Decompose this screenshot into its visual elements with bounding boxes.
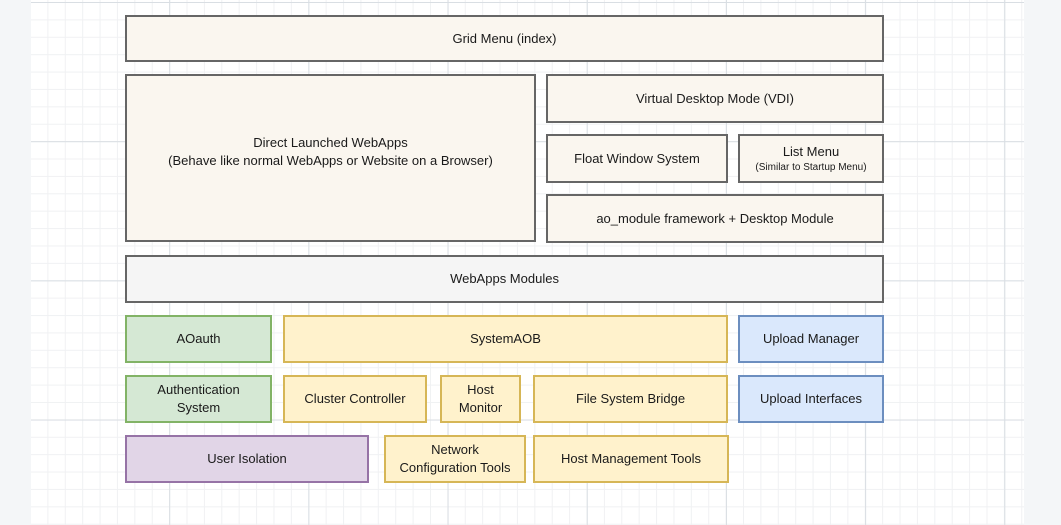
diagram-node-upload-manager[interactable]: Upload Manager bbox=[738, 315, 884, 363]
node-label: Cluster Controller bbox=[304, 390, 405, 408]
diagram-node-systemaob[interactable]: SystemAOB bbox=[283, 315, 728, 363]
diagram-node-virtual-desktop-mode[interactable]: Virtual Desktop Mode (VDI) bbox=[546, 74, 884, 123]
diagram-node-list-menu[interactable]: List Menu(Similar to Startup Menu) bbox=[738, 134, 884, 183]
diagram-node-aoauth[interactable]: AOauth bbox=[125, 315, 272, 363]
node-label: Upload Manager bbox=[763, 330, 859, 348]
node-label: Grid Menu (index) bbox=[452, 30, 556, 48]
node-label: User Isolation bbox=[207, 450, 286, 468]
node-label: Direct Launched WebApps (Behave like nor… bbox=[168, 134, 493, 169]
diagram-node-upload-interfaces[interactable]: Upload Interfaces bbox=[738, 375, 884, 423]
node-label: Float Window System bbox=[574, 150, 700, 168]
node-label: Network Configuration Tools bbox=[399, 441, 510, 476]
node-label: WebApps Modules bbox=[450, 270, 559, 288]
node-label: Authentication System bbox=[157, 381, 239, 416]
node-label: Host Monitor bbox=[459, 381, 502, 416]
node-label: Host Management Tools bbox=[561, 450, 701, 468]
diagram-node-host-monitor[interactable]: Host Monitor bbox=[440, 375, 521, 423]
node-label: Virtual Desktop Mode (VDI) bbox=[636, 90, 794, 108]
node-label: List Menu bbox=[783, 143, 839, 161]
node-label: File System Bridge bbox=[576, 390, 685, 408]
diagram-node-grid-menu[interactable]: Grid Menu (index) bbox=[125, 15, 884, 62]
node-label: SystemAOB bbox=[470, 330, 541, 348]
diagram-node-webapps-modules[interactable]: WebApps Modules bbox=[125, 255, 884, 303]
diagram-node-direct-launched-webapps[interactable]: Direct Launched WebApps (Behave like nor… bbox=[125, 74, 536, 242]
node-sublabel: (Similar to Startup Menu) bbox=[755, 161, 866, 174]
diagram-node-network-configuration-tools[interactable]: Network Configuration Tools bbox=[384, 435, 526, 483]
diagram-node-float-window-system[interactable]: Float Window System bbox=[546, 134, 728, 183]
diagram-node-authentication-system[interactable]: Authentication System bbox=[125, 375, 272, 423]
diagram-node-user-isolation[interactable]: User Isolation bbox=[125, 435, 369, 483]
node-label: Upload Interfaces bbox=[760, 390, 862, 408]
diagram-node-ao-module-framework[interactable]: ao_module framework + Desktop Module bbox=[546, 194, 884, 243]
node-label: AOauth bbox=[176, 330, 220, 348]
diagram-node-cluster-controller[interactable]: Cluster Controller bbox=[283, 375, 427, 423]
diagram-node-host-management-tools[interactable]: Host Management Tools bbox=[533, 435, 729, 483]
diagram-node-file-system-bridge[interactable]: File System Bridge bbox=[533, 375, 728, 423]
node-label: ao_module framework + Desktop Module bbox=[596, 210, 833, 228]
